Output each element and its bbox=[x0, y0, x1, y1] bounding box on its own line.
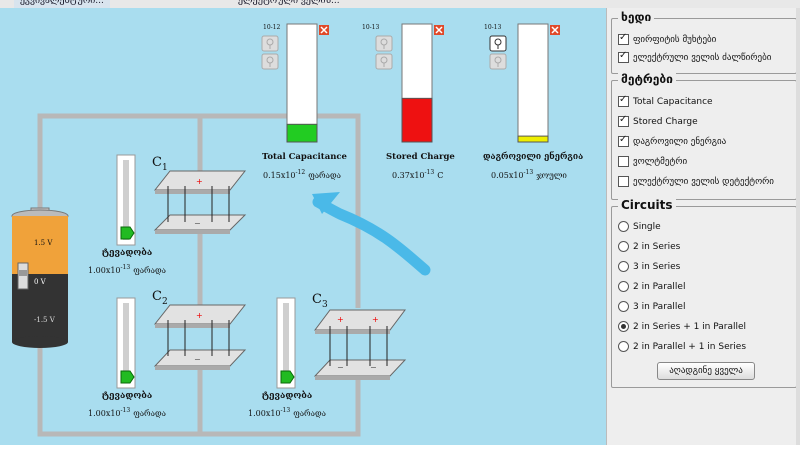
capacitor-c1[interactable]: C1 + − bbox=[152, 155, 247, 234]
checkbox-plate-charges[interactable]: ფირფიტის მუხტები bbox=[618, 32, 716, 45]
meters-group-title: მეტრები bbox=[618, 72, 676, 86]
radio-2-in-series[interactable]: 2 in Series bbox=[618, 241, 680, 252]
capacitance-slider-c1[interactable] bbox=[116, 154, 136, 246]
capacitor-c3[interactable]: C3 + + − − bbox=[312, 292, 407, 380]
zoom-in-icon[interactable] bbox=[375, 35, 393, 52]
checkbox-icon[interactable] bbox=[618, 156, 629, 167]
battery-bottom-voltage: -1.5 V bbox=[34, 316, 56, 324]
meter-energy-fill bbox=[517, 135, 549, 143]
meter-charge-scale: 10-13 bbox=[362, 24, 379, 31]
meter-total-scale: 10-12 bbox=[263, 24, 280, 31]
checkbox-total-capacitance[interactable]: Total Capacitance bbox=[618, 94, 713, 107]
zoom-out-icon[interactable] bbox=[261, 53, 279, 70]
circuits-group-title: Circuits bbox=[618, 198, 676, 212]
svg-text:+: + bbox=[196, 177, 203, 186]
close-icon[interactable] bbox=[319, 25, 329, 35]
meter-charge-fill bbox=[401, 97, 433, 143]
checkbox-stored-charge[interactable]: Stored Charge bbox=[618, 114, 698, 127]
svg-text:+: + bbox=[337, 315, 344, 324]
capacitor-c2-label: C2 bbox=[152, 289, 168, 307]
zoom-out-icon[interactable] bbox=[375, 53, 393, 70]
meter-total-fill bbox=[286, 123, 318, 143]
checkbox-icon[interactable] bbox=[618, 50, 629, 63]
checkbox-icon[interactable] bbox=[618, 94, 629, 107]
svg-text:+: + bbox=[372, 315, 379, 324]
battery-mid-voltage: 0 V bbox=[34, 278, 47, 286]
radio-2-in-parallel[interactable]: 2 in Parallel bbox=[618, 281, 685, 292]
zoom-out-icon[interactable] bbox=[489, 53, 507, 70]
radio-3-in-series[interactable]: 3 in Series bbox=[618, 261, 680, 272]
capacitance-slider-c2[interactable] bbox=[116, 297, 136, 389]
radio-icon[interactable] bbox=[618, 341, 629, 352]
capacitor-c1-label: C1 bbox=[152, 155, 168, 173]
radio-3-in-parallel[interactable]: 3 in Parallel bbox=[618, 301, 685, 312]
close-icon[interactable] bbox=[434, 25, 444, 35]
meter-energy-name: დაგროვილი ენერგია bbox=[483, 150, 583, 162]
radio-single[interactable]: Single bbox=[618, 221, 661, 232]
zoom-in-icon[interactable] bbox=[261, 35, 279, 52]
radio-icon[interactable] bbox=[618, 301, 629, 312]
checkbox-voltmeter[interactable]: ვოლტმეტრი bbox=[618, 156, 687, 167]
checkbox-field-lines[interactable]: ელექტრული ველის ძალწირები bbox=[618, 50, 771, 63]
capacitor-c3-label: C3 bbox=[312, 292, 328, 310]
scrollbar[interactable] bbox=[796, 8, 800, 445]
checkbox-icon[interactable] bbox=[618, 32, 629, 45]
meter-total-name: Total Capacitance bbox=[262, 152, 348, 162]
battery-top-voltage: 1.5 V bbox=[34, 239, 53, 247]
checkbox-icon[interactable] bbox=[618, 176, 629, 187]
view-group-title: ხედი bbox=[618, 10, 655, 24]
window-tab-2[interactable]: ელექტრული ველის... bbox=[238, 0, 340, 6]
reset-all-button[interactable]: აღადგინე ყველა bbox=[657, 362, 755, 380]
control-panel: ხედი ფირფიტის მუხტები ელექტრული ველის ძა… bbox=[606, 8, 800, 445]
radio-icon[interactable] bbox=[618, 241, 629, 252]
svg-text:−: − bbox=[194, 219, 201, 228]
circuit-wires bbox=[37, 113, 361, 437]
window-tab-1[interactable]: ეკვივალენტური... bbox=[14, 0, 110, 8]
checkbox-field-detector[interactable]: ელექტრული ველის დეტექტორი bbox=[618, 176, 774, 187]
capacitance-label-c2: ტევადობა bbox=[102, 390, 152, 401]
meters-group: მეტრები Total Capacitance Stored Charge … bbox=[611, 72, 797, 200]
svg-text:−: − bbox=[194, 355, 201, 364]
capacitance-label-c3: ტევადობა bbox=[262, 390, 312, 401]
checkbox-icon[interactable] bbox=[618, 114, 629, 127]
capacitor-c2[interactable]: C2 + − bbox=[152, 289, 247, 370]
close-icon[interactable] bbox=[550, 25, 560, 35]
radio-icon[interactable] bbox=[618, 261, 629, 272]
capacitance-slider-c3[interactable] bbox=[276, 297, 296, 389]
circuits-group: Circuits Single 2 in Series 3 in Series … bbox=[611, 198, 797, 388]
meter-charge-name: Stored Charge bbox=[386, 152, 455, 162]
annotation-arrow bbox=[312, 192, 431, 276]
window-tab-strip: ეკვივალენტური... ელექტრული ველის... bbox=[0, 0, 800, 8]
radio-2-series-1-parallel[interactable]: 2 in Series + 1 in Parallel bbox=[618, 321, 746, 332]
radio-icon[interactable] bbox=[618, 221, 629, 232]
checkbox-icon[interactable] bbox=[618, 134, 629, 147]
radio-icon[interactable] bbox=[618, 281, 629, 292]
capacitance-label-c1: ტევადობა bbox=[102, 247, 152, 258]
meter-energy-scale: 10-13 bbox=[484, 24, 501, 31]
svg-text:+: + bbox=[196, 311, 203, 320]
svg-text:−: − bbox=[370, 363, 377, 372]
zoom-in-icon[interactable] bbox=[489, 35, 507, 52]
svg-text:−: − bbox=[337, 363, 344, 372]
checkbox-stored-energy[interactable]: დაგროვილი ენერგია bbox=[618, 134, 726, 147]
simulation-stage: 1.5 V 0 V -1.5 V C1 + − C2 + − C3 bbox=[0, 8, 606, 445]
view-group: ხედი ფირფიტის მუხტები ელექტრული ველის ძა… bbox=[611, 10, 797, 74]
battery[interactable]: 1.5 V 0 V -1.5 V bbox=[11, 207, 69, 348]
radio-2-parallel-1-series[interactable]: 2 in Parallel + 1 in Series bbox=[618, 341, 746, 352]
radio-icon[interactable] bbox=[618, 321, 629, 332]
